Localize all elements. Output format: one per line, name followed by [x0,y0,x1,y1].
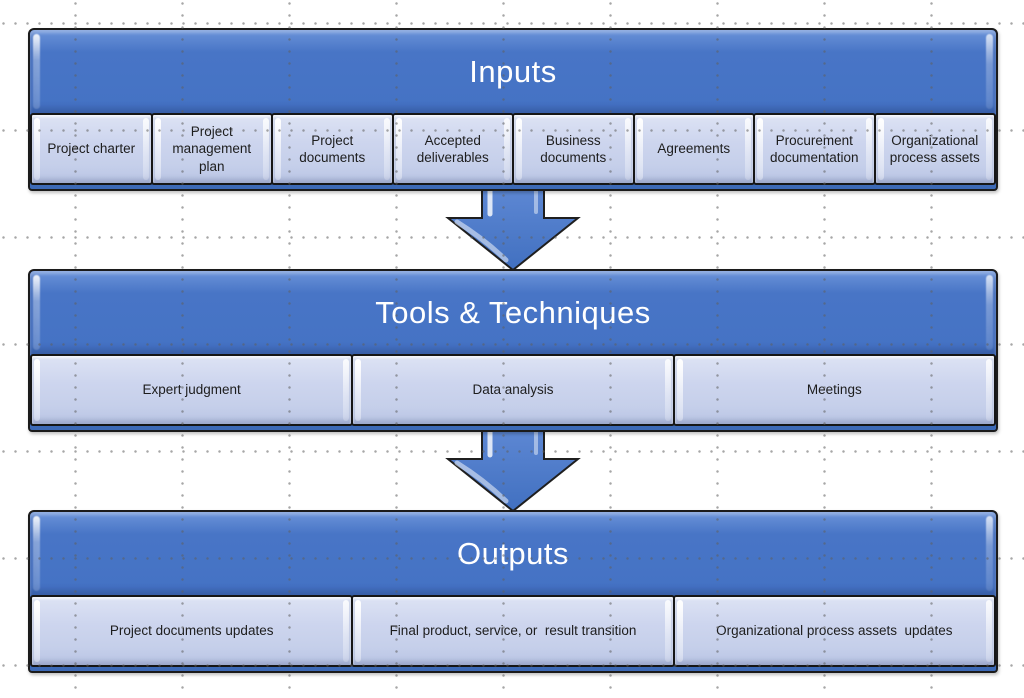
item-label: Meetings [806,382,862,398]
item-label: Data analysis [472,382,554,398]
outputs-header: Outputs [30,512,996,595]
tool-item-box: Expert judgment [30,354,354,426]
item-label: Project charter [47,141,136,157]
item-label: Procurement documentation [769,132,859,165]
outputs-title: Outputs [456,535,570,571]
tools-items-row: Expert judgment Data analysis Meetings [30,354,996,426]
input-item-box: Procurement documentation [753,113,876,185]
tool-item-box: Meetings [672,354,996,426]
item-label: Accepted deliverables [416,132,489,165]
tool-item-box: Data analysis [351,354,675,426]
output-item-box: Organizational process assets updates [672,595,996,667]
inputs-section: Inputs Project charter Project managemen… [28,28,998,191]
down-arrow-icon [28,429,998,513]
item-label: Agreements [657,141,731,157]
outputs-section: Outputs Project documents updates Final … [28,510,998,673]
input-item-box: Business documents [512,113,635,185]
input-item-box: Project documents [271,113,394,185]
inputs-title: Inputs [469,53,557,89]
outputs-items-row: Project documents updates Final product,… [30,595,996,667]
down-arrow-icon [28,188,998,272]
input-item-box: Agreements [632,113,755,185]
output-item-box: Final product, service, or result transi… [351,595,675,667]
item-label: Organizational process assets [889,132,983,165]
inputs-header: Inputs [30,30,996,113]
tools-techniques-section: Tools & Techniques Expert judgment Data … [28,269,998,432]
inputs-items-row: Project charter Project management plan … [30,113,996,185]
item-label: Expert judgment [142,382,241,398]
item-label: Project documents [299,132,366,165]
item-label: Final product, service, or result transi… [389,623,637,639]
item-label: Project management plan [172,124,255,174]
input-item-box: Project management plan [150,113,273,185]
item-label: Organizational process assets updates [716,623,953,639]
tools-techniques-title: Tools & Techniques [375,294,651,330]
tools-techniques-header: Tools & Techniques [30,271,996,354]
input-item-box: Accepted deliverables [391,113,514,185]
input-item-box: Organizational process assets [873,113,996,185]
item-label: Project documents updates [109,623,274,639]
output-item-box: Project documents updates [30,595,354,667]
item-label: Business documents [540,132,607,165]
input-item-box: Project charter [30,113,153,185]
